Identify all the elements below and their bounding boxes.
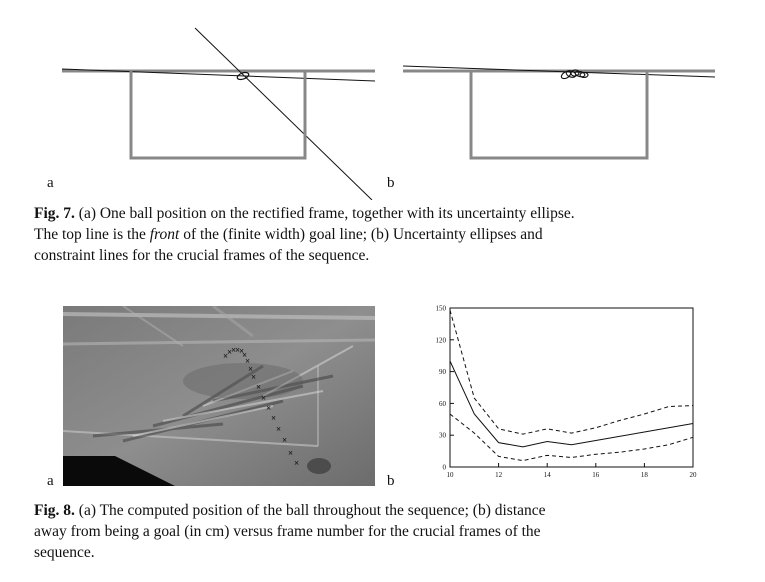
fig8-panel-a-label: a [47,473,54,489]
fig7-number: Fig. 7. [34,205,75,222]
x-tick-label: 14 [544,471,552,479]
svg-text:×: × [227,347,232,357]
svg-text:×: × [223,351,228,361]
plot-frame [449,307,694,468]
fig7-caption-line2-pre: The top line is the [34,226,150,243]
svg-text:×: × [256,382,261,392]
fig7-panel-b-label: b [387,175,395,191]
svg-text:×: × [271,413,276,423]
fig8b-distance-chart: 10 12 14 16 18 20 0 30 60 90 120 150 [436,305,698,480]
fig8-caption: Fig. 8. (a) The computed position of the… [34,500,734,563]
y-tick-label: 60 [439,400,447,408]
fig7-caption-front: front [149,226,180,243]
y-tick-label: 30 [439,432,447,440]
svg-text:×: × [288,448,293,458]
fig8-caption-line3: sequence. [34,544,95,561]
fig8-panel-b-label: b [387,473,395,489]
fig7-caption-line3: constraint lines for the crucial frames … [34,247,370,264]
svg-text:×: × [276,424,281,434]
fig8-number: Fig. 8. [34,502,75,519]
y-tick-label: 0 [443,464,447,472]
svg-text:×: × [242,350,247,360]
fig7-caption-line1: (a) One ball position on the rectified f… [74,205,575,222]
x-tick-label: 10 [447,471,455,479]
fig8-caption-line1: (a) The computed position of the ball th… [74,502,546,519]
svg-text:×: × [235,345,240,355]
svg-text:×: × [282,435,287,445]
fig7a-goal-diagram [61,27,376,200]
uncertainty-ellipses-cluster [560,69,589,80]
constraint-line [402,65,716,78]
fig7-caption-line2-post: of the (finite width) goal line; (b) Unc… [179,226,543,243]
fig7-diagram [61,27,716,200]
series-line-1 [449,360,694,448]
svg-text:×: × [231,345,236,355]
goal-box [129,71,307,160]
y-tick-label: 90 [439,368,447,376]
constraint-line-shallow [61,68,376,82]
y-tick-label: 150 [436,305,447,313]
svg-text:×: × [248,364,253,374]
series-line-3 [449,413,694,462]
uncertainty-ellipse [236,71,250,81]
x-tick-label: 12 [495,471,503,479]
svg-text:×: × [239,346,244,356]
x-tick-label: 18 [641,471,649,479]
fig7b-goal-diagram [402,65,716,160]
svg-text:×: × [245,356,250,366]
x-tick-label: 16 [592,471,600,479]
fig8-caption-line2: away from being a goal (in cm) versus fr… [34,523,541,540]
x-tick-label: 20 [690,471,698,479]
series-line-2 [449,309,694,435]
constraint-line-steep [194,27,373,200]
svg-text:×: × [251,372,256,382]
ball-track-markers: ×××× ×××× ×××× ×××× × [223,345,299,468]
fig8a-sequence-image: ×××× ×××× ×××× ×××× × [63,306,375,486]
fig7-caption: Fig. 7. (a) One ball position on the rec… [34,203,734,266]
fig7-panel-a-label: a [47,175,54,191]
svg-text:×: × [294,458,299,468]
y-tick-label: 120 [436,336,447,344]
goal-box [469,71,649,160]
svg-text:×: × [261,393,266,403]
svg-text:×: × [266,403,271,413]
